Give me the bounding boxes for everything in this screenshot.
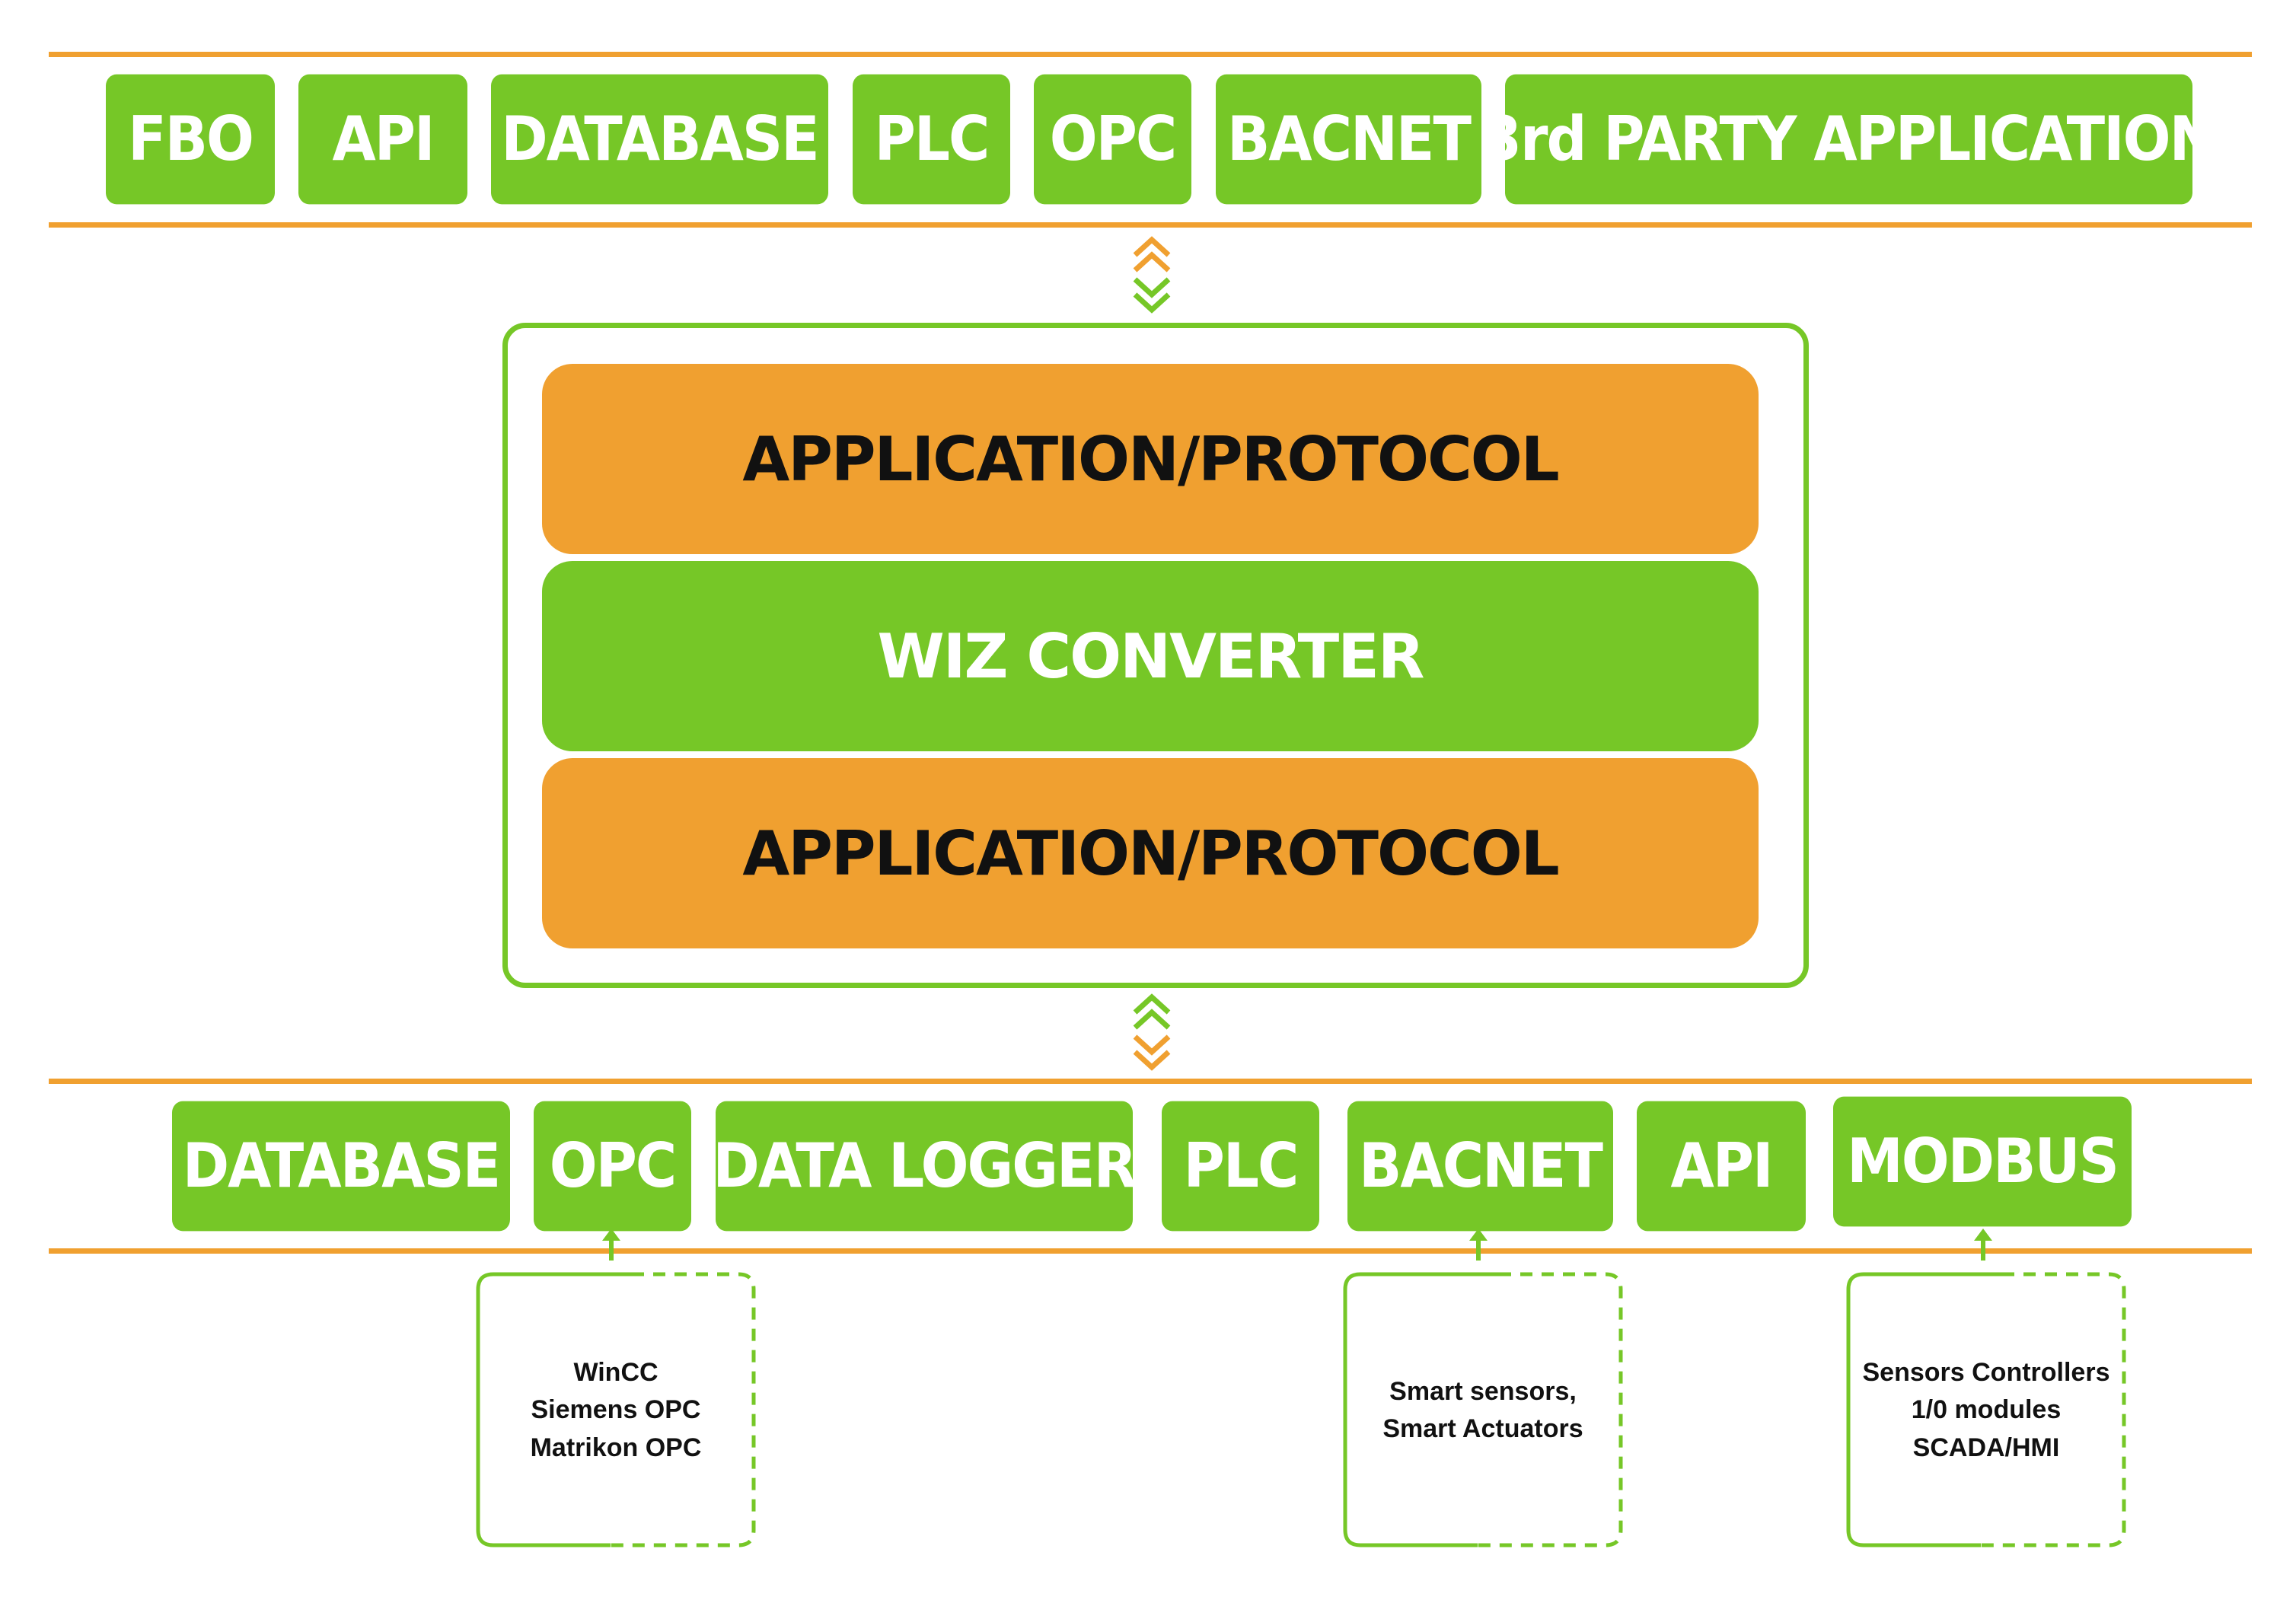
note-opc-text: WinCC Siemens OPC Matrikon OPC	[530, 1358, 702, 1462]
note-frame-bacnet	[1343, 1272, 1623, 1547]
top-tag-fbo: FBO	[106, 74, 275, 205]
bottom-tag-opc: OPC	[534, 1101, 691, 1232]
note-opc-sources: WinCC Siemens OPC Matrikon OPC	[475, 1274, 757, 1547]
top-tag-plc: PLC	[853, 74, 1010, 205]
note-frame-opc	[476, 1271, 756, 1547]
lower-application-protocol-layer: APPLICATION/PROTOCOL	[542, 758, 1759, 948]
top-tag-3rd-party-application: 3rd PARTY APPLICATION	[1482, 74, 2217, 205]
top-tag-bacnet: BACNET	[1216, 74, 1481, 205]
top-tag-api: API	[298, 74, 467, 205]
top-band-upper-line	[49, 52, 2252, 57]
note-bacnet-devices: Smart sensors, Smart Actuators	[1342, 1274, 1624, 1547]
arrow-up-icon	[602, 1229, 620, 1261]
top-tag-database: DATABASE	[491, 74, 828, 205]
arrow-up-icon	[1469, 1229, 1488, 1261]
double-chevron-up-down-icon	[1133, 236, 1171, 314]
bottom-tag-modbus: MODBUS	[1833, 1096, 2132, 1227]
arrow-up-icon	[1974, 1229, 1992, 1261]
note-modbus-text: Sensors Controllers 1/0 modules SCADA/HM…	[1862, 1358, 2110, 1462]
upper-application-protocol-layer: APPLICATION/PROTOCOL	[542, 364, 1759, 554]
note-bacnet-text: Smart sensors, Smart Actuators	[1382, 1376, 1583, 1443]
top-band-lower-line	[49, 222, 2252, 228]
bottom-band-lower-line	[49, 1248, 2252, 1254]
double-chevron-up-down-icon	[1133, 993, 1171, 1071]
bottom-tag-bacnet: BACNET	[1347, 1101, 1613, 1232]
bottom-tag-data-logger: DATA LOGGER	[713, 1101, 1137, 1232]
note-frame-modbus	[1846, 1272, 2126, 1547]
bottom-band-upper-line	[49, 1079, 2252, 1084]
bottom-tag-database: DATABASE	[172, 1101, 510, 1232]
top-tag-opc: OPC	[1034, 74, 1191, 205]
wiz-converter-layer: WIZ CONVERTER	[542, 561, 1759, 751]
bottom-tag-api: API	[1637, 1101, 1806, 1232]
note-modbus-devices: Sensors Controllers 1/0 modules SCADA/HM…	[1845, 1274, 2127, 1547]
bottom-tag-plc: PLC	[1162, 1101, 1319, 1232]
